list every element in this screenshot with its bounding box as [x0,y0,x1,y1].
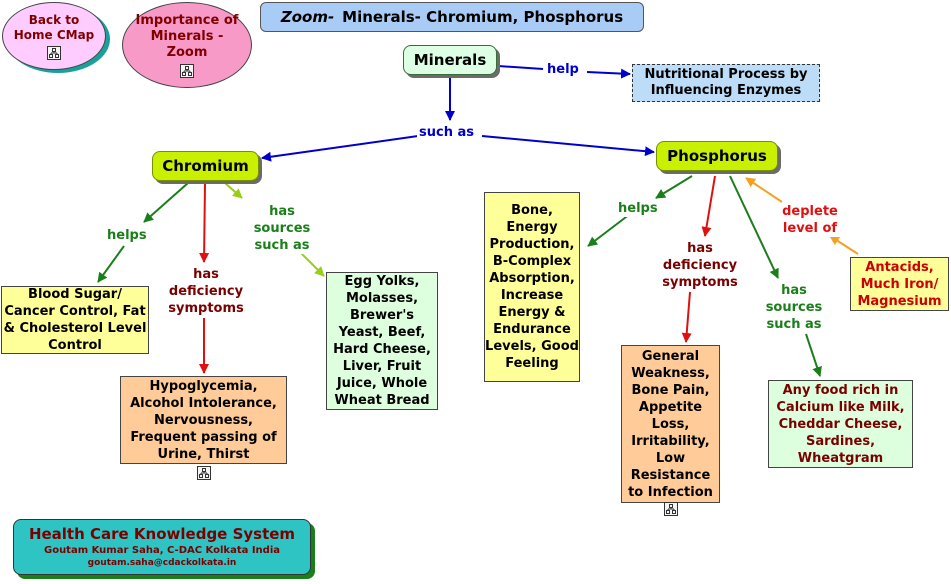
hypoglycemia-label: Hypoglycemia, Alcohol Intolerance, Nervo… [130,378,277,462]
any-food-node[interactable]: Any food rich in Calcium like Milk, Ched… [768,380,913,468]
link-helps-phosphorus: helps [616,200,660,217]
antacids-label: Antacids, Much Iron/ Magnesium [857,259,942,309]
footer-email[interactable]: goutam.saha@cdackolkata.in [87,558,237,568]
link-deficiency-phosphorus: has deficiency symptoms [652,240,748,291]
nutritional-label: Nutritional Process by Influencing Enzym… [644,67,808,98]
concept-map-icon[interactable] [197,466,211,480]
back-home-link[interactable]: Back to Home CMap [2,2,106,70]
link-helps-chromium: helps [105,227,149,244]
general-weakness-label: General Weakness, Bone Pain, Appetite Lo… [628,348,713,500]
importance-label: Importance of Minerals - Zoom [135,12,239,60]
back-home-label: Back to Home CMap [13,12,95,42]
egg-yolks-label: Egg Yolks, Molasses, Brewer's Yeast, Bee… [333,274,431,408]
link-deficiency-chromium: has deficiency symptoms [158,266,254,317]
phosphorus-label: Phosphorus [667,146,767,165]
nutritional-process-node[interactable]: Nutritional Process by Influencing Enzym… [632,64,820,102]
concept-map-icon[interactable] [664,502,678,516]
antacids-node[interactable]: Antacids, Much Iron/ Magnesium [850,257,949,311]
importance-minerals-link[interactable]: Importance of Minerals - Zoom [122,2,252,88]
bone-node[interactable]: Bone, Energy Production, B-Complex Absor… [484,192,580,382]
link-sources-chromium: has sources such as [242,203,322,254]
blood-sugar-node[interactable]: Blood Sugar/ Cancer Control, Fat & Chole… [1,286,149,354]
concept-map-icon[interactable] [180,63,194,78]
general-weakness-node[interactable]: General Weakness, Bone Pain, Appetite Lo… [621,345,720,503]
title-main: Minerals- Chromium, Phosphorus [342,7,624,26]
chromium-node[interactable]: Chromium [152,151,259,181]
link-help: help [545,61,581,78]
link-sources-phosphorus: has sources such as [754,282,834,333]
blood-sugar-label: Blood Sugar/ Cancer Control, Fat & Chole… [3,287,147,353]
hypoglycemia-node[interactable]: Hypoglycemia, Alcohol Intolerance, Nervo… [120,376,287,464]
title-prefix: Zoom- [280,7,335,26]
minerals-node[interactable]: Minerals [403,45,497,75]
footer-box: Health Care Knowledge System Goutam Kuma… [13,519,311,575]
any-food-label: Any food rich in Calcium like Milk, Ched… [776,382,905,466]
bone-label: Bone, Energy Production, B-Complex Absor… [485,203,579,371]
page-title: Zoom- Minerals- Chromium, Phosphorus [260,2,644,32]
minerals-label: Minerals [413,50,487,69]
egg-yolks-node[interactable]: Egg Yolks, Molasses, Brewer's Yeast, Bee… [326,272,438,410]
chromium-label: Chromium [162,156,249,175]
concept-map-icon[interactable] [47,45,61,60]
phosphorus-node[interactable]: Phosphorus [656,141,778,171]
link-deplete: deplete level of [772,203,848,237]
link-such-as: such as [417,124,476,141]
footer-author: Goutam Kumar Saha, C-DAC Kolkata India [43,545,281,556]
footer-title: Health Care Knowledge System [28,525,296,543]
